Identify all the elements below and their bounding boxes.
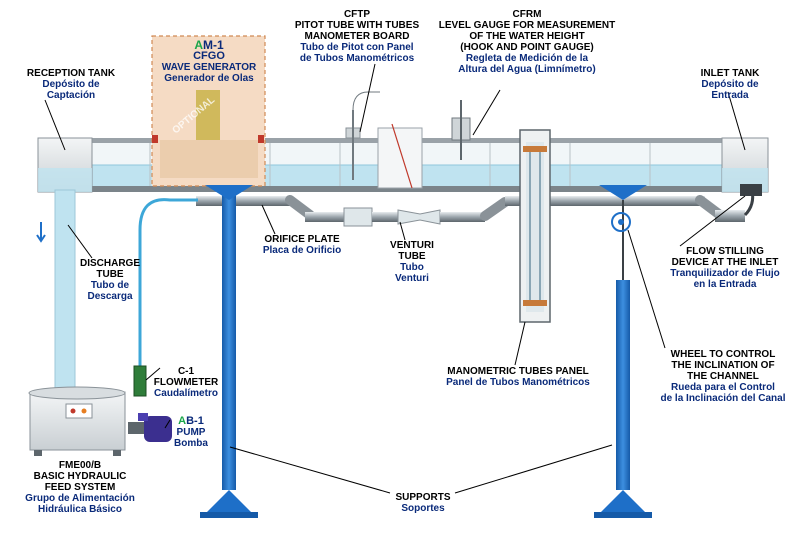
support-left [200,185,258,518]
wave-generator-paddle [196,90,220,140]
venturi-tube [397,209,441,225]
orifice-plate-housing [343,207,373,227]
orifice-plate-label: ORIFICE PLATE Placa de Orificio [262,234,342,256]
reception-tank-label: RECEPTION TANK Depósito de Captación [26,68,116,101]
pitot-manometer-board [377,127,423,189]
inlet-tank-label: INLET TANK Depósito de Entrada [700,68,760,101]
feed-system-label: FME00/B BASIC HYDRAULIC FEED SYSTEM Grup… [25,460,135,515]
pump-label: AB-1 PUMP Bomba [174,415,208,450]
flowmeter-device [133,365,147,397]
flexible-hose [138,198,198,370]
flow-stilling-label: FLOW STILLING DEVICE AT THE INLET Tranqu… [670,246,780,290]
pitot-label: CFTP PITOT TUBE WITH TUBES MANOMETER BOA… [294,9,420,64]
wave-generator-label: AM-1 CFGO WAVE GENERATOR Generador de Ol… [161,38,257,84]
flow-stilling-device [740,184,762,196]
discharge-tube-label: DISCHARGE TUBE Tubo de Descarga [79,258,140,302]
pump-device [128,413,172,442]
basic-hydraulic-feed-system [28,386,126,456]
wheel-label: WHEEL TO CONTROL THE INCLINATION OF THE … [660,349,786,404]
inclination-wheel [611,212,631,232]
manometric-panel-label: MANOMETRIC TUBES PANEL Panel de Tubos Ma… [446,366,590,388]
level-gauge-label: CFRM LEVEL GAUGE FOR MEASUREMENT OF THE … [438,9,616,75]
support-right [594,185,652,518]
supports-label: SUPPORTS Soportes [395,492,451,514]
pipe-network [196,184,762,227]
leader-lines [44,63,746,494]
flow-arrow-icon [36,222,46,243]
flowmeter-label: C-1 FLOWMETER Caudalímetro [153,366,219,399]
venturi-label: VENTURI TUBE Tubo Venturi [390,240,434,284]
